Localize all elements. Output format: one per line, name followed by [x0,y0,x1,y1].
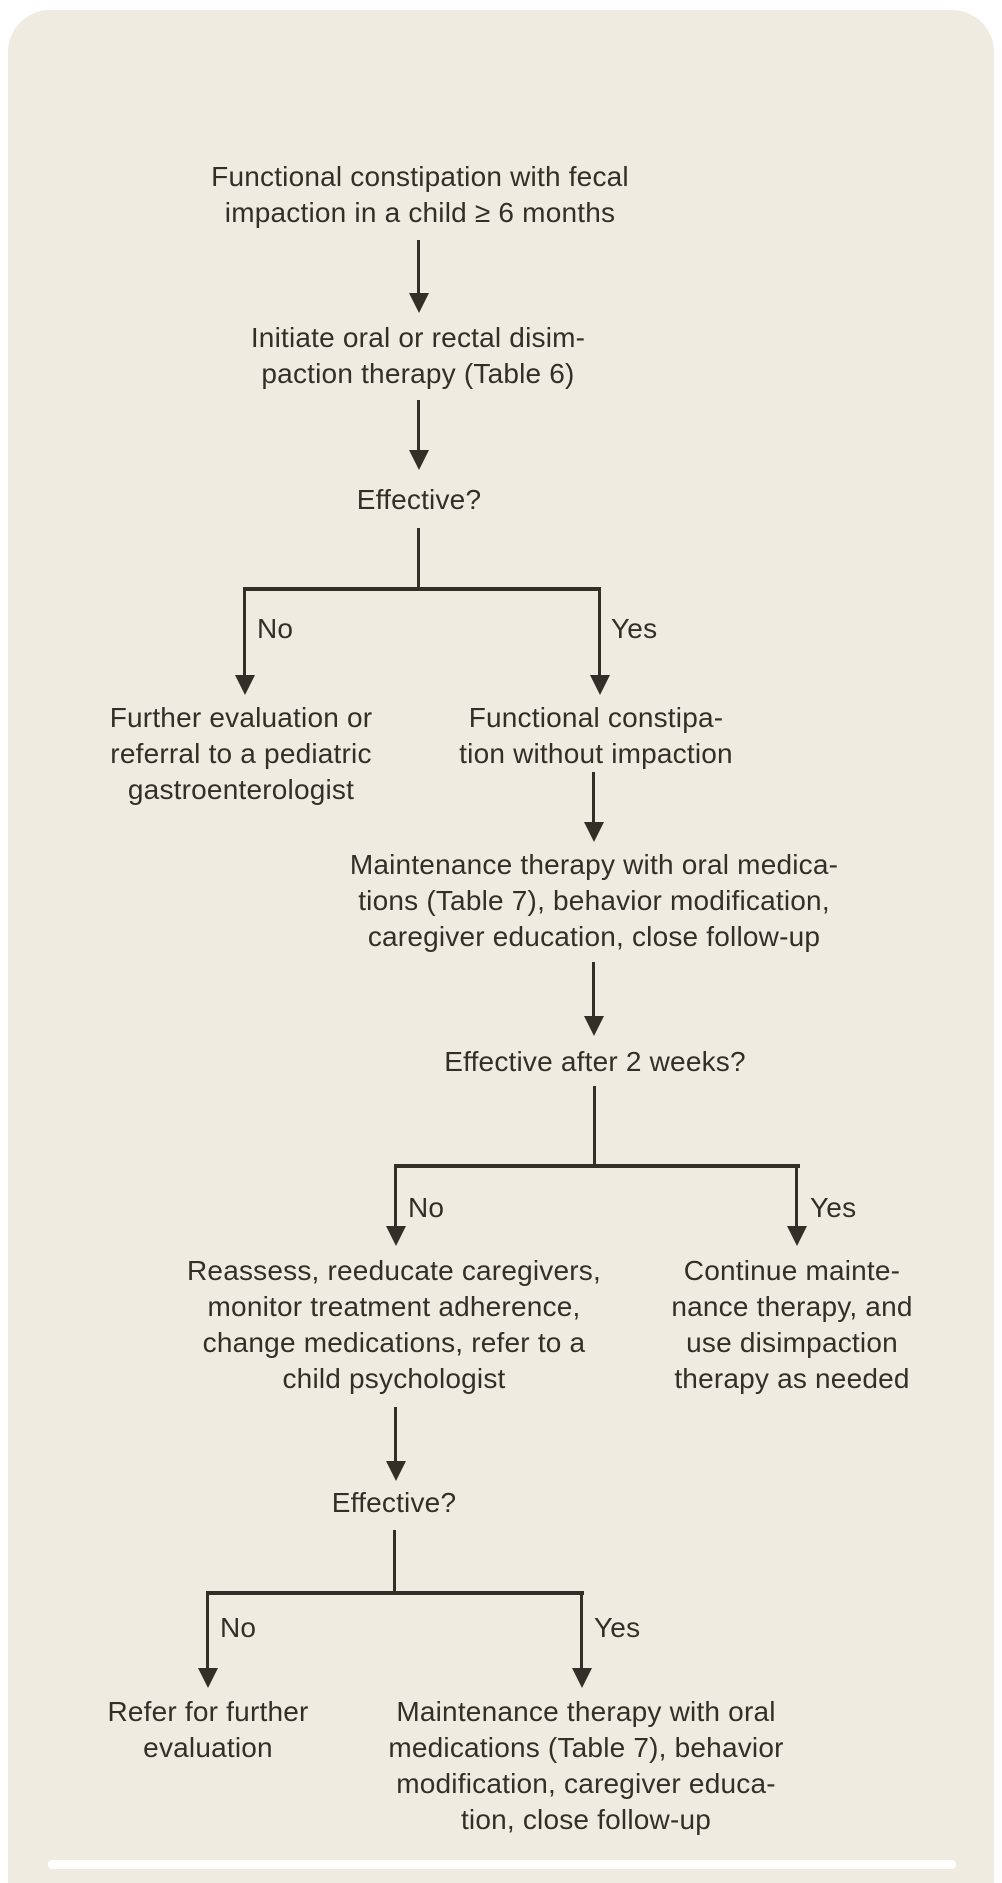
node-further-evaluation: Further evaluation or referral to a pedi… [109,702,373,805]
stem-effective-1 [417,528,420,588]
branch-2-line [394,1164,800,1168]
node-refer-further: Refer for further evaluation [107,1696,309,1763]
branch-2-no-arrow [394,1164,397,1226]
branch-2-yes-arrow [795,1164,798,1226]
node-maintenance-1: Maintenance therapy with oral medica- ti… [349,849,839,952]
branch-3-no-arrow [206,1591,209,1668]
branch-1-no-arrow [243,587,246,675]
arrow-start-to-disimpaction [417,240,420,293]
decision-effective-3: Effective? [331,1487,457,1518]
node-disimpaction: Initiate oral or rectal disim- paction t… [250,322,586,389]
branch-1-no-label: No [257,613,294,644]
branch-3-no-label: No [220,1612,257,1643]
arrow-disimpaction-to-effective-1 [417,400,420,450]
stem-effective-3 [393,1530,396,1592]
node-reassess: Reassess, reeducate caregivers, monitor … [187,1255,601,1394]
arrow-reassess-to-effective-3 [394,1407,397,1461]
node-maintenance-2: Maintenance therapy with oral medication… [388,1696,784,1835]
branch-1-line [243,587,601,591]
flowchart-panel: Functional constipation with fecal impac… [8,10,994,1883]
branch-3-yes-arrow [580,1591,583,1668]
decision-effective-2: Effective after 2 weeks? [444,1046,746,1077]
stem-effective-2 [593,1086,596,1165]
branch-3-line [206,1591,584,1595]
branch-1-yes-label: Yes [611,613,658,644]
branch-2-no-label: No [408,1192,445,1223]
branch-3-yes-label: Yes [594,1612,641,1643]
node-without-impaction: Functional constipa- tion without impact… [459,702,733,769]
branch-1-yes-arrow [598,587,601,675]
node-start: Functional constipation with fecal impac… [211,161,629,228]
arrow-maintenance-to-effective-2 [592,962,595,1016]
branch-2-yes-label: Yes [810,1192,857,1223]
bottom-separator [48,1860,956,1869]
node-continue-maintenance: Continue mainte- nance therapy, and use … [671,1255,913,1394]
arrow-to-maintenance-1 [592,772,595,822]
decision-effective-1: Effective? [356,484,482,515]
